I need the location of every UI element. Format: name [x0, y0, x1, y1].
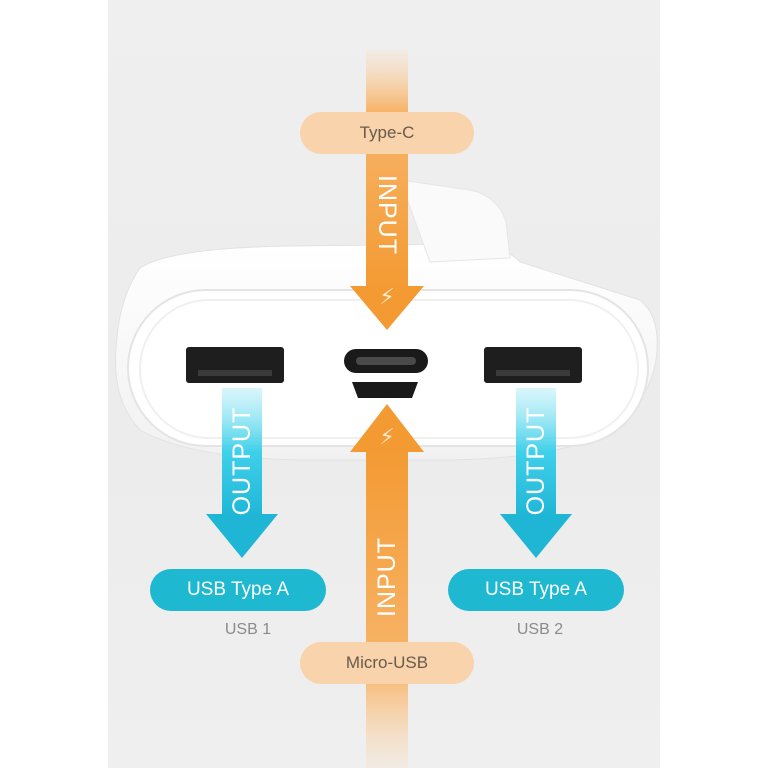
usb-1-caption: USB 1 [224, 621, 272, 638]
usb-type-a-pill-right: USB Type A [448, 569, 624, 611]
usb-port-1 [186, 347, 284, 383]
micro-usb-pill: Micro-USB [300, 642, 474, 684]
bolt-icon-top: ⚡ [379, 284, 395, 309]
power-bank-top-face [399, 179, 511, 263]
output-label-left: OUTPUT [227, 406, 256, 516]
usb-port-2 [484, 347, 582, 383]
bolt-icon-bottom: ⚡ [379, 424, 395, 449]
type-c-port [344, 349, 428, 373]
micro-usb-port [352, 382, 418, 398]
output-arrow-right [500, 388, 572, 558]
output-label-right: OUTPUT [521, 406, 550, 516]
input-arrow-top [350, 50, 424, 330]
input-label-bottom: INPUT [372, 537, 401, 617]
usb-type-a-pill-left: USB Type A [150, 569, 326, 611]
input-arrow-bottom [350, 404, 424, 768]
output-arrow-left [206, 388, 278, 558]
usb-2-caption: USB 2 [516, 621, 564, 638]
input-label-top: INPUT [373, 175, 402, 255]
type-c-pill: Type-C [300, 112, 474, 154]
